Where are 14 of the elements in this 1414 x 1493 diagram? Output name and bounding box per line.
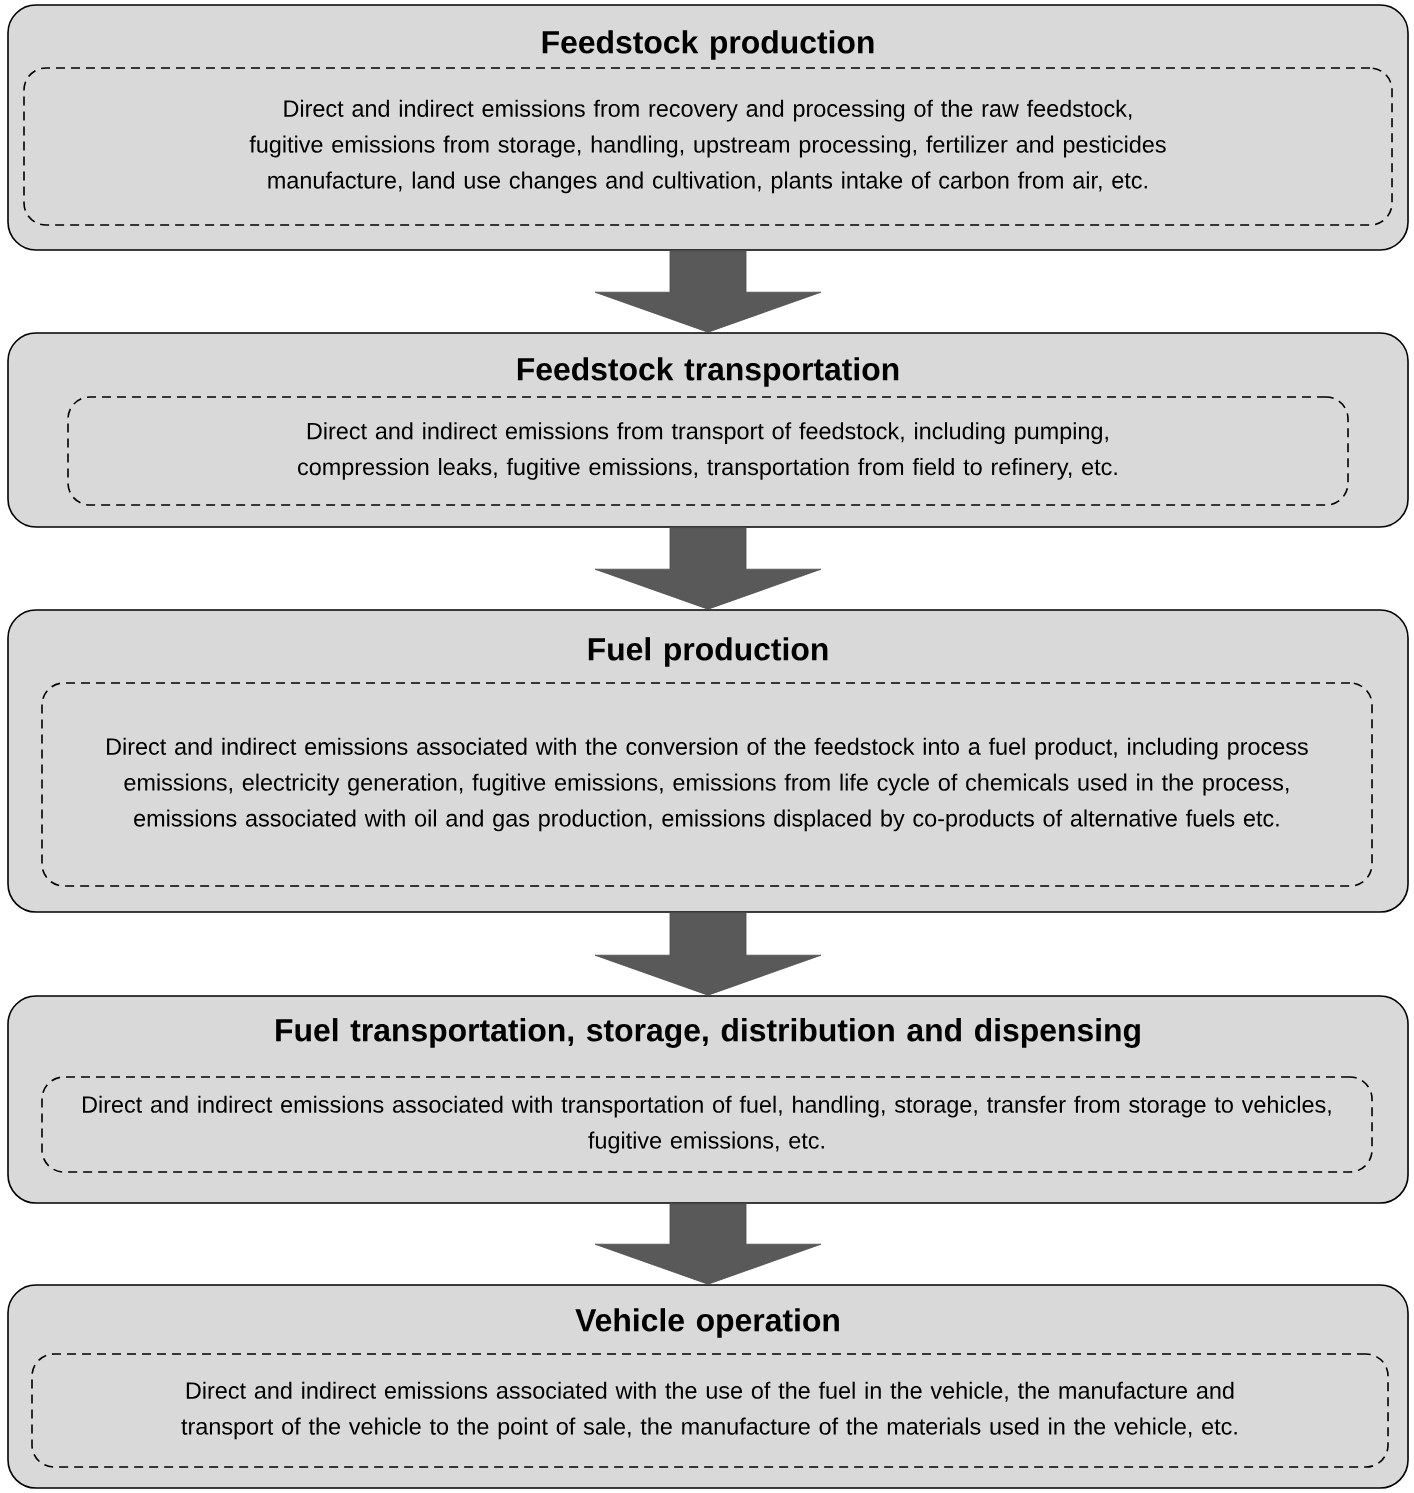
stage-title: Feedstock production <box>542 30 874 60</box>
block-arrow <box>594 527 822 610</box>
description-box: Direct and indirect emissions associated with the use of the fuel in the vehicle, the manufacture and transport of the vehicle to the point of sale, the manufacture of the materials used in the vehicle, etc. <box>31 1353 1389 1468</box>
block-arrow <box>594 1203 822 1285</box>
description-box: Direct and indirect emissions from recovery and processing of the raw feedstock, fugitive emissions from storage, handling, upstream processing, fertilizer and pesticides manufacture, land use changes and cultivation, plants intake of carbon from air, etc. <box>23 67 1393 226</box>
stage-title: Feedstock transportation <box>517 357 899 387</box>
stage-title: Vehicle operation <box>575 1308 839 1338</box>
stage-title: Fuel production <box>588 637 828 667</box>
description-box: Direct and indirect emissions from transport of feedstock, including pumping, compression leaks, fugitive emissions, transportation from field to refinery, etc. <box>67 396 1349 506</box>
block-arrow <box>594 912 822 996</box>
description-box: Direct and indirect emissions associated with the conversion of the feedstock into a fuel product, including process emissions, electricity generation, fugitive emissions, emissions from life cycle of chemicals used in the process, emissions associated with oil and gas production, emissions displaced by co-products of alternative fuels etc. <box>41 682 1373 887</box>
stage-title: Fuel transportation, storage, distribution and dispensing <box>276 1018 1140 1048</box>
block-arrow <box>594 250 822 333</box>
description-box: Direct and indirect emissions associated with transportation of fuel, handling, storage, transfer from storage to vehicles, fugitive emissions, etc. <box>41 1076 1373 1173</box>
